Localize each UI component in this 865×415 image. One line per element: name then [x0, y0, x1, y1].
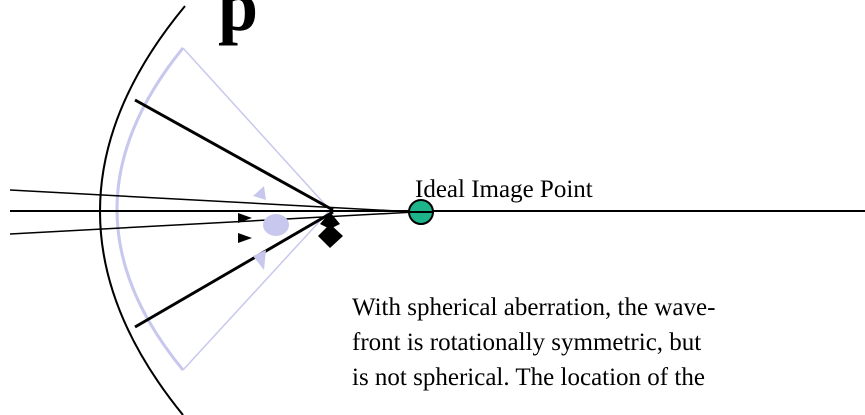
ideal-image-point-label: Ideal Image Point: [415, 176, 593, 203]
reference-cone-upper-edge: [182, 47, 331, 211]
reference-sphere-arc: [115, 47, 185, 371]
title-fragment: p: [218, 0, 259, 46]
ray-arrow-lower: [238, 233, 252, 243]
marginal-focus-marker-lower: [318, 224, 343, 248]
pupil-lower-marker: [253, 250, 266, 270]
reference-cone-lower-edge: [182, 209, 331, 371]
lower-paraxial-ray: [9, 211, 416, 235]
caption-line: With spherical aberration, the wave-: [352, 294, 716, 321]
caption-line: front is rotationally symmetric, but: [352, 329, 702, 356]
caption-text: With spherical aberration, the wave- fro…: [352, 290, 852, 395]
pupil-upper-marker: [253, 186, 266, 200]
marginal-focus-marker-upper: [320, 212, 340, 229]
ray-arrow-upper: [238, 213, 252, 223]
caption-line: is not spherical. The location of the: [352, 364, 705, 391]
upper-marginal-ray: [134, 98, 334, 212]
lower-marginal-ray: [134, 210, 334, 329]
upper-paraxial-ray: [9, 189, 416, 213]
pupil-center-marker: [263, 214, 289, 236]
